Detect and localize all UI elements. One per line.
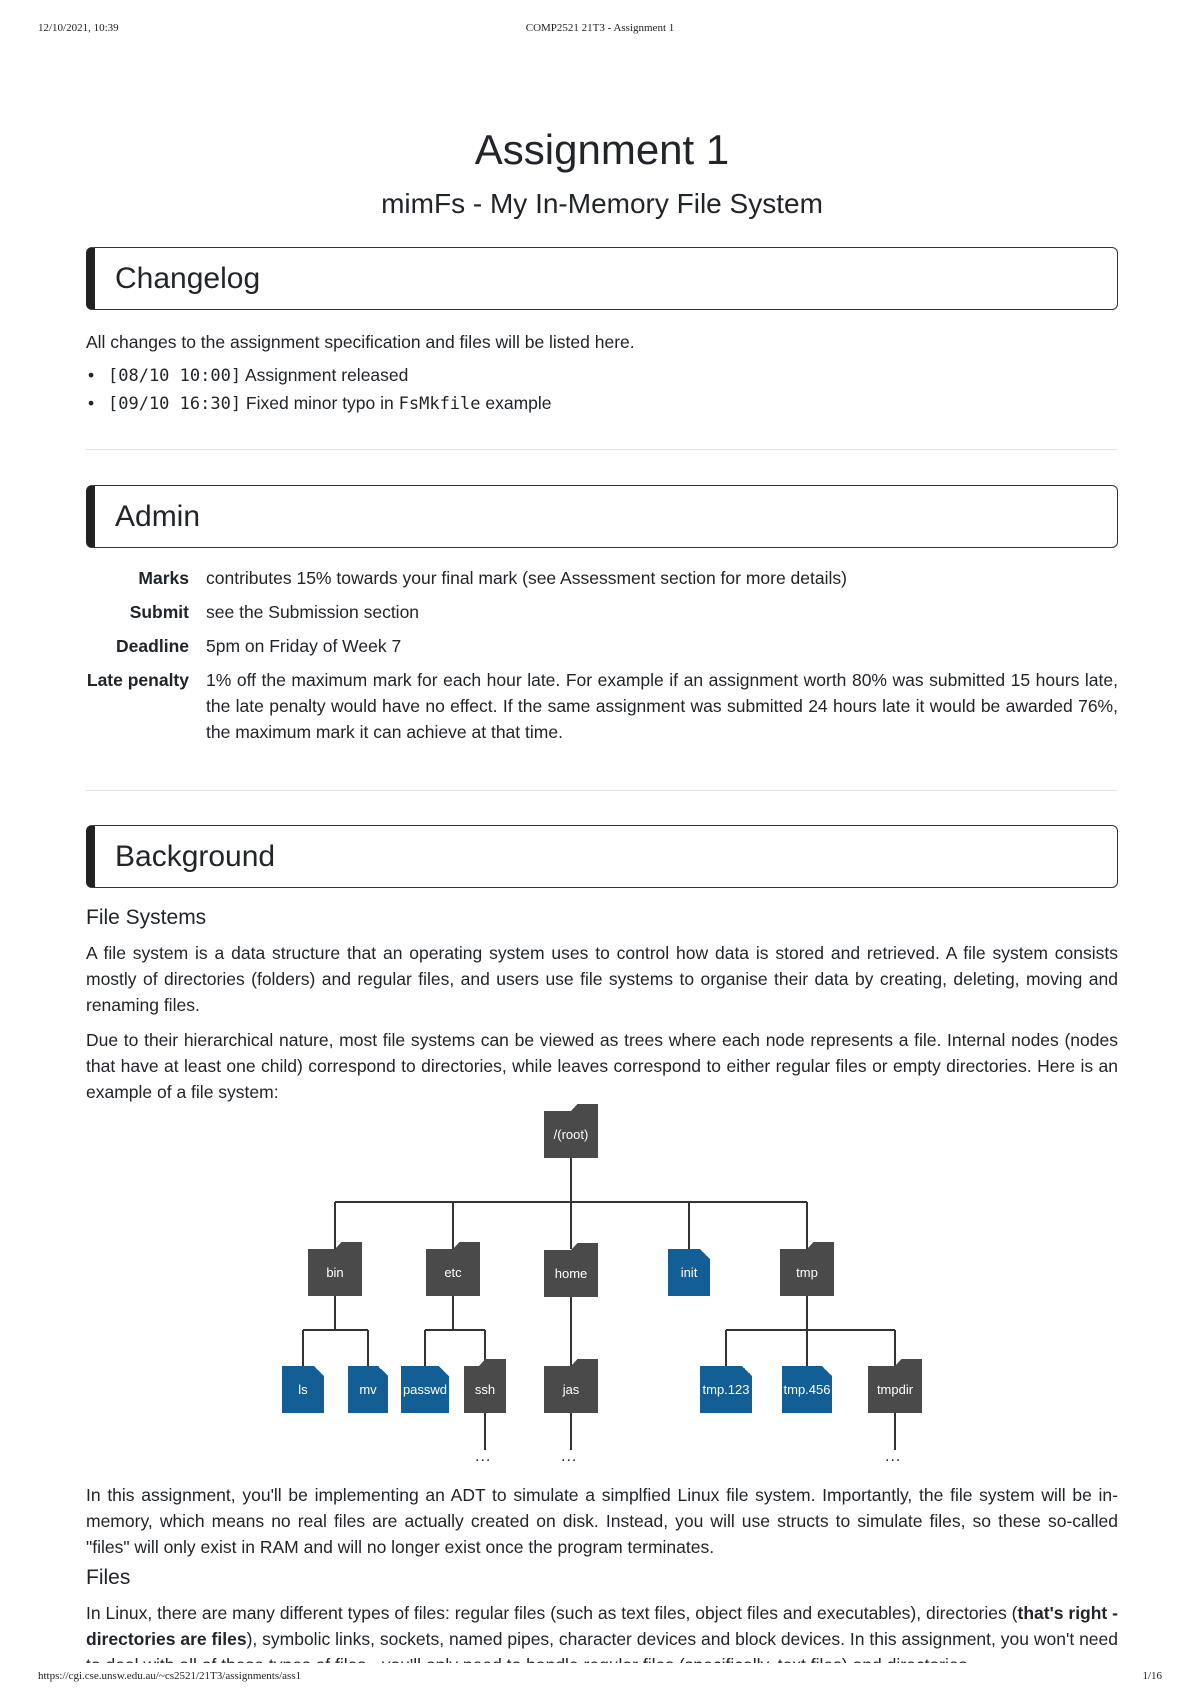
admin-value: contributes 15% towards your final mark … [206,568,847,588]
folder-tab [335,1242,362,1249]
tree-node-label: /(root) [553,1127,589,1142]
changelog-intro: All changes to the assignment specificat… [86,332,635,352]
tree-node-ssh: ssh [464,1359,506,1413]
file-system-tree: /(root) bin etc home init tmp ls mv pass… [86,1104,1118,1478]
tree-node-etc: etc [426,1242,480,1296]
tree-node-label: mv [359,1382,377,1397]
tree-edges [302,1158,896,1450]
changelog-heading-text: Changelog [115,261,261,295]
tree-node-label: ls [298,1382,308,1397]
tree-node-label: passwd [402,1382,448,1397]
admin-row: Submit see the Submission section [86,599,1118,625]
print-datetime: 12/10/2021, 10:39 [38,22,119,34]
tree-node-root: /(root) [544,1104,598,1158]
print-page-number: 1/16 [1142,1670,1162,1682]
file-systems-paragraph: A file system is a data structure that a… [86,943,1118,1015]
tree-node-label: ssh [474,1382,496,1397]
tree-node-label: tmpdir [876,1382,914,1397]
admin-key: Deadline [116,636,189,656]
file-corner [314,1366,324,1376]
print-doc-title: COMP2521 21T3 - Assignment 1 [525,22,675,34]
tree-node-label: tmp.456 [783,1382,831,1397]
admin-heading-text: Admin [115,499,201,533]
folder-tab [895,1359,922,1366]
print-header: 12/10/2021, 10:39 COMP2521 21T3 - Assign… [38,22,1162,38]
tree-node-tmp: tmp [780,1242,834,1296]
folder-tab [571,1243,598,1250]
tree-node-label: etc [444,1265,462,1280]
file-corner [822,1366,832,1376]
tree-node-bin: bin [308,1242,362,1296]
admin-value: 1% off the maximum mark for each hour la… [206,670,1118,742]
tree-node-tmp-456: tmp.456 [782,1366,832,1413]
tree-node-label: tmp [796,1265,818,1280]
folder-tab [571,1359,598,1366]
print-footer: https://cgi.cse.unsw.edu.au/~cs2521/21T3… [38,1670,1162,1686]
changelog-code: FsMkfile [398,394,481,414]
background-heading: Background [86,825,1118,888]
admin-value: 5pm on Friday of Week 7 [206,636,402,656]
admin-heading: Admin [86,485,1118,548]
tree-node-passwd: passwd [401,1366,449,1413]
folder-tab [479,1359,506,1366]
page-title: Assignment 1 [474,126,730,173]
changelog-text-after: example [480,393,552,413]
tree-node-label: tmp.123 [702,1382,750,1397]
admin-key: Marks [138,568,189,588]
file-corner [700,1249,710,1259]
changelog-item: [08/10 10:00] Assignment released [86,362,1118,390]
changelog-item: [09/10 16:30] Fixed minor typo in FsMkfi… [86,390,1118,418]
file-corner [742,1366,752,1376]
file-corner [378,1366,388,1376]
files-heading: Files [86,1566,131,1589]
admin-value: see the Submission section [206,602,420,622]
admin-row: Marks contributes 15% towards your final … [86,565,1118,591]
document-page: Assignment 1 mimFs - My In-Memory File S… [86,0,1118,1663]
files-paragraph: In Linux, there are many different types… [86,1600,1118,1663]
admin-key: Submit [129,602,189,622]
tree-node-label: bin [326,1265,344,1280]
divider [86,449,1118,450]
files-text: ), symbolic links, sockets, named pipes,… [86,1629,1118,1663]
background-paragraph: In this assignment, you'll be implementi… [86,1485,1118,1557]
background-heading-text: Background [115,839,276,873]
tree-node-init: init [668,1249,710,1296]
admin-key: Late penalty [86,670,189,690]
file-systems-heading: File Systems [86,906,207,929]
tree-node-tmp-123: tmp.123 [700,1366,752,1413]
folder-tab [571,1104,598,1111]
changelog-heading: Changelog [86,247,1118,310]
tree-ellipsis: ... [475,1448,492,1465]
changelog-text: Fixed minor typo in [241,393,399,413]
divider [86,790,1118,791]
tree-node-label: jas [562,1382,580,1397]
admin-table: Marks contributes 15% towards your final … [86,565,1118,753]
files-text: In Linux, there are many different types… [86,1603,1018,1623]
file-systems-paragraph: Due to their hierarchical nature, most f… [86,1030,1118,1102]
files-emphasis: that's right - directories are files [86,1603,1118,1649]
changelog-stamp: [08/10 10:00] [108,366,242,386]
tree-ellipsis: ... [885,1448,902,1465]
print-url: https://cgi.cse.unsw.edu.au/~cs2521/21T3… [38,1670,302,1682]
changelog-text: Assignment released [241,365,409,385]
folder-tab [807,1242,834,1249]
tree-node-label: home [554,1266,588,1281]
tree-node-jas: jas [544,1359,598,1413]
folder-tab [453,1242,480,1249]
tree-node-tmpdir: tmpdir [868,1359,922,1413]
page-subtitle: mimFs - My In-Memory File System [381,188,823,219]
tree-node-home: home [544,1243,598,1297]
tree-node-ls: ls [282,1366,324,1413]
admin-row: Late penalty 1% off the maximum mark for … [86,667,1118,745]
changelog-stamp: [09/10 16:30] [108,394,242,414]
file-corner [439,1366,449,1376]
tree-node-label: init [680,1265,698,1280]
admin-row: Deadline 5pm on Friday of Week 7 [86,633,1118,659]
tree-node-mv: mv [348,1366,388,1413]
changelog-list: [08/10 10:00] Assignment released [09/10… [86,362,1118,418]
tree-ellipsis: ... [561,1448,578,1465]
